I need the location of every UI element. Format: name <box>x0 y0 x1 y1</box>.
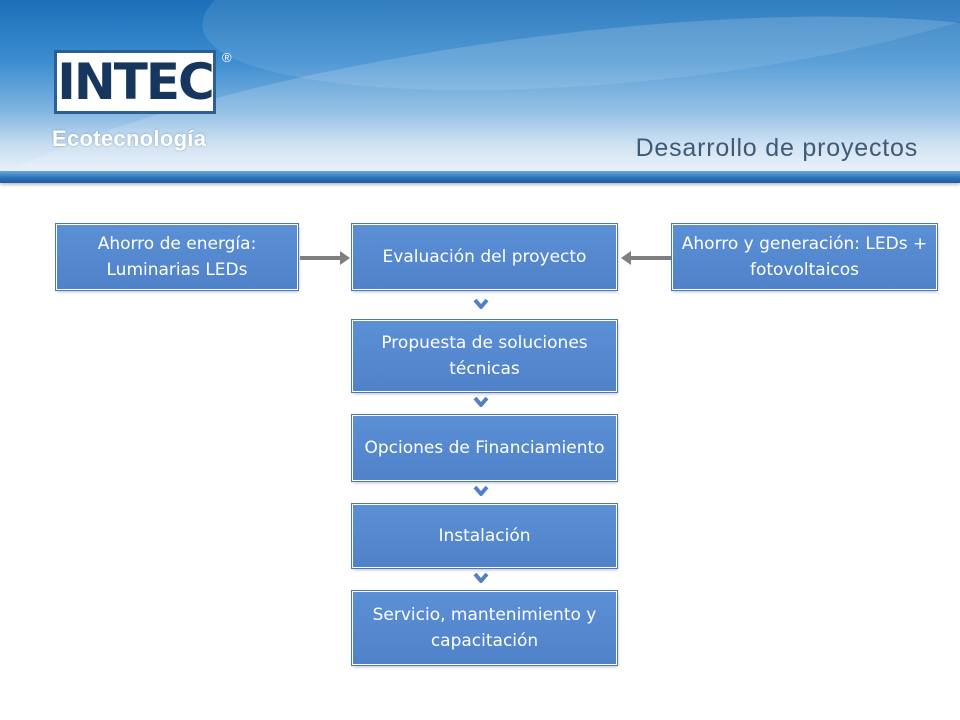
logo-wordmark: INTEC <box>57 53 214 111</box>
step-financing-options: Opciones de Financiamiento <box>352 415 617 481</box>
registered-mark: ® <box>222 50 232 65</box>
chevron-down-icon <box>473 298 489 309</box>
chevron-down-icon <box>473 572 489 583</box>
logo-box: INTEC <box>54 50 216 114</box>
company-logo: INTEC ® Ecotecnología <box>50 50 240 160</box>
page-title: Desarrollo de proyectos <box>635 134 918 162</box>
step-installation-label: Instalación <box>438 526 531 546</box>
left-arrow-icon <box>621 251 671 265</box>
box-saving-generation: Ahorro y generación: LEDs + fotovoltaico… <box>672 224 937 290</box>
box-project-evaluation-label: Evaluación del proyecto <box>382 247 587 267</box>
step-service-maintenance: Servicio, mantenimiento y capacitación <box>352 591 617 665</box>
logo-subtitle: Ecotecnología <box>52 126 207 151</box>
box-energy-saving: Ahorro de energía: Luminarias LEDs <box>56 224 298 290</box>
chevron-down-icon <box>473 396 489 407</box>
box-energy-saving-label: Ahorro de energía: Luminarias LEDs <box>97 234 257 280</box>
box-saving-generation-label: Ahorro y generación: LEDs + fotovoltaico… <box>681 234 928 280</box>
chevron-down-icon <box>473 485 489 496</box>
header-divider-bar <box>0 171 960 183</box>
step-technical-proposal-label: Propuesta de soluciones técnicas <box>381 333 588 379</box>
step-technical-proposal: Propuesta de soluciones técnicas <box>352 320 617 392</box>
box-project-evaluation: Evaluación del proyecto <box>352 224 617 290</box>
right-arrow-icon <box>300 251 350 265</box>
step-installation: Instalación <box>352 504 617 568</box>
step-financing-options-label: Opciones de Financiamiento <box>364 438 605 458</box>
step-service-maintenance-label: Servicio, mantenimiento y capacitación <box>372 605 597 651</box>
